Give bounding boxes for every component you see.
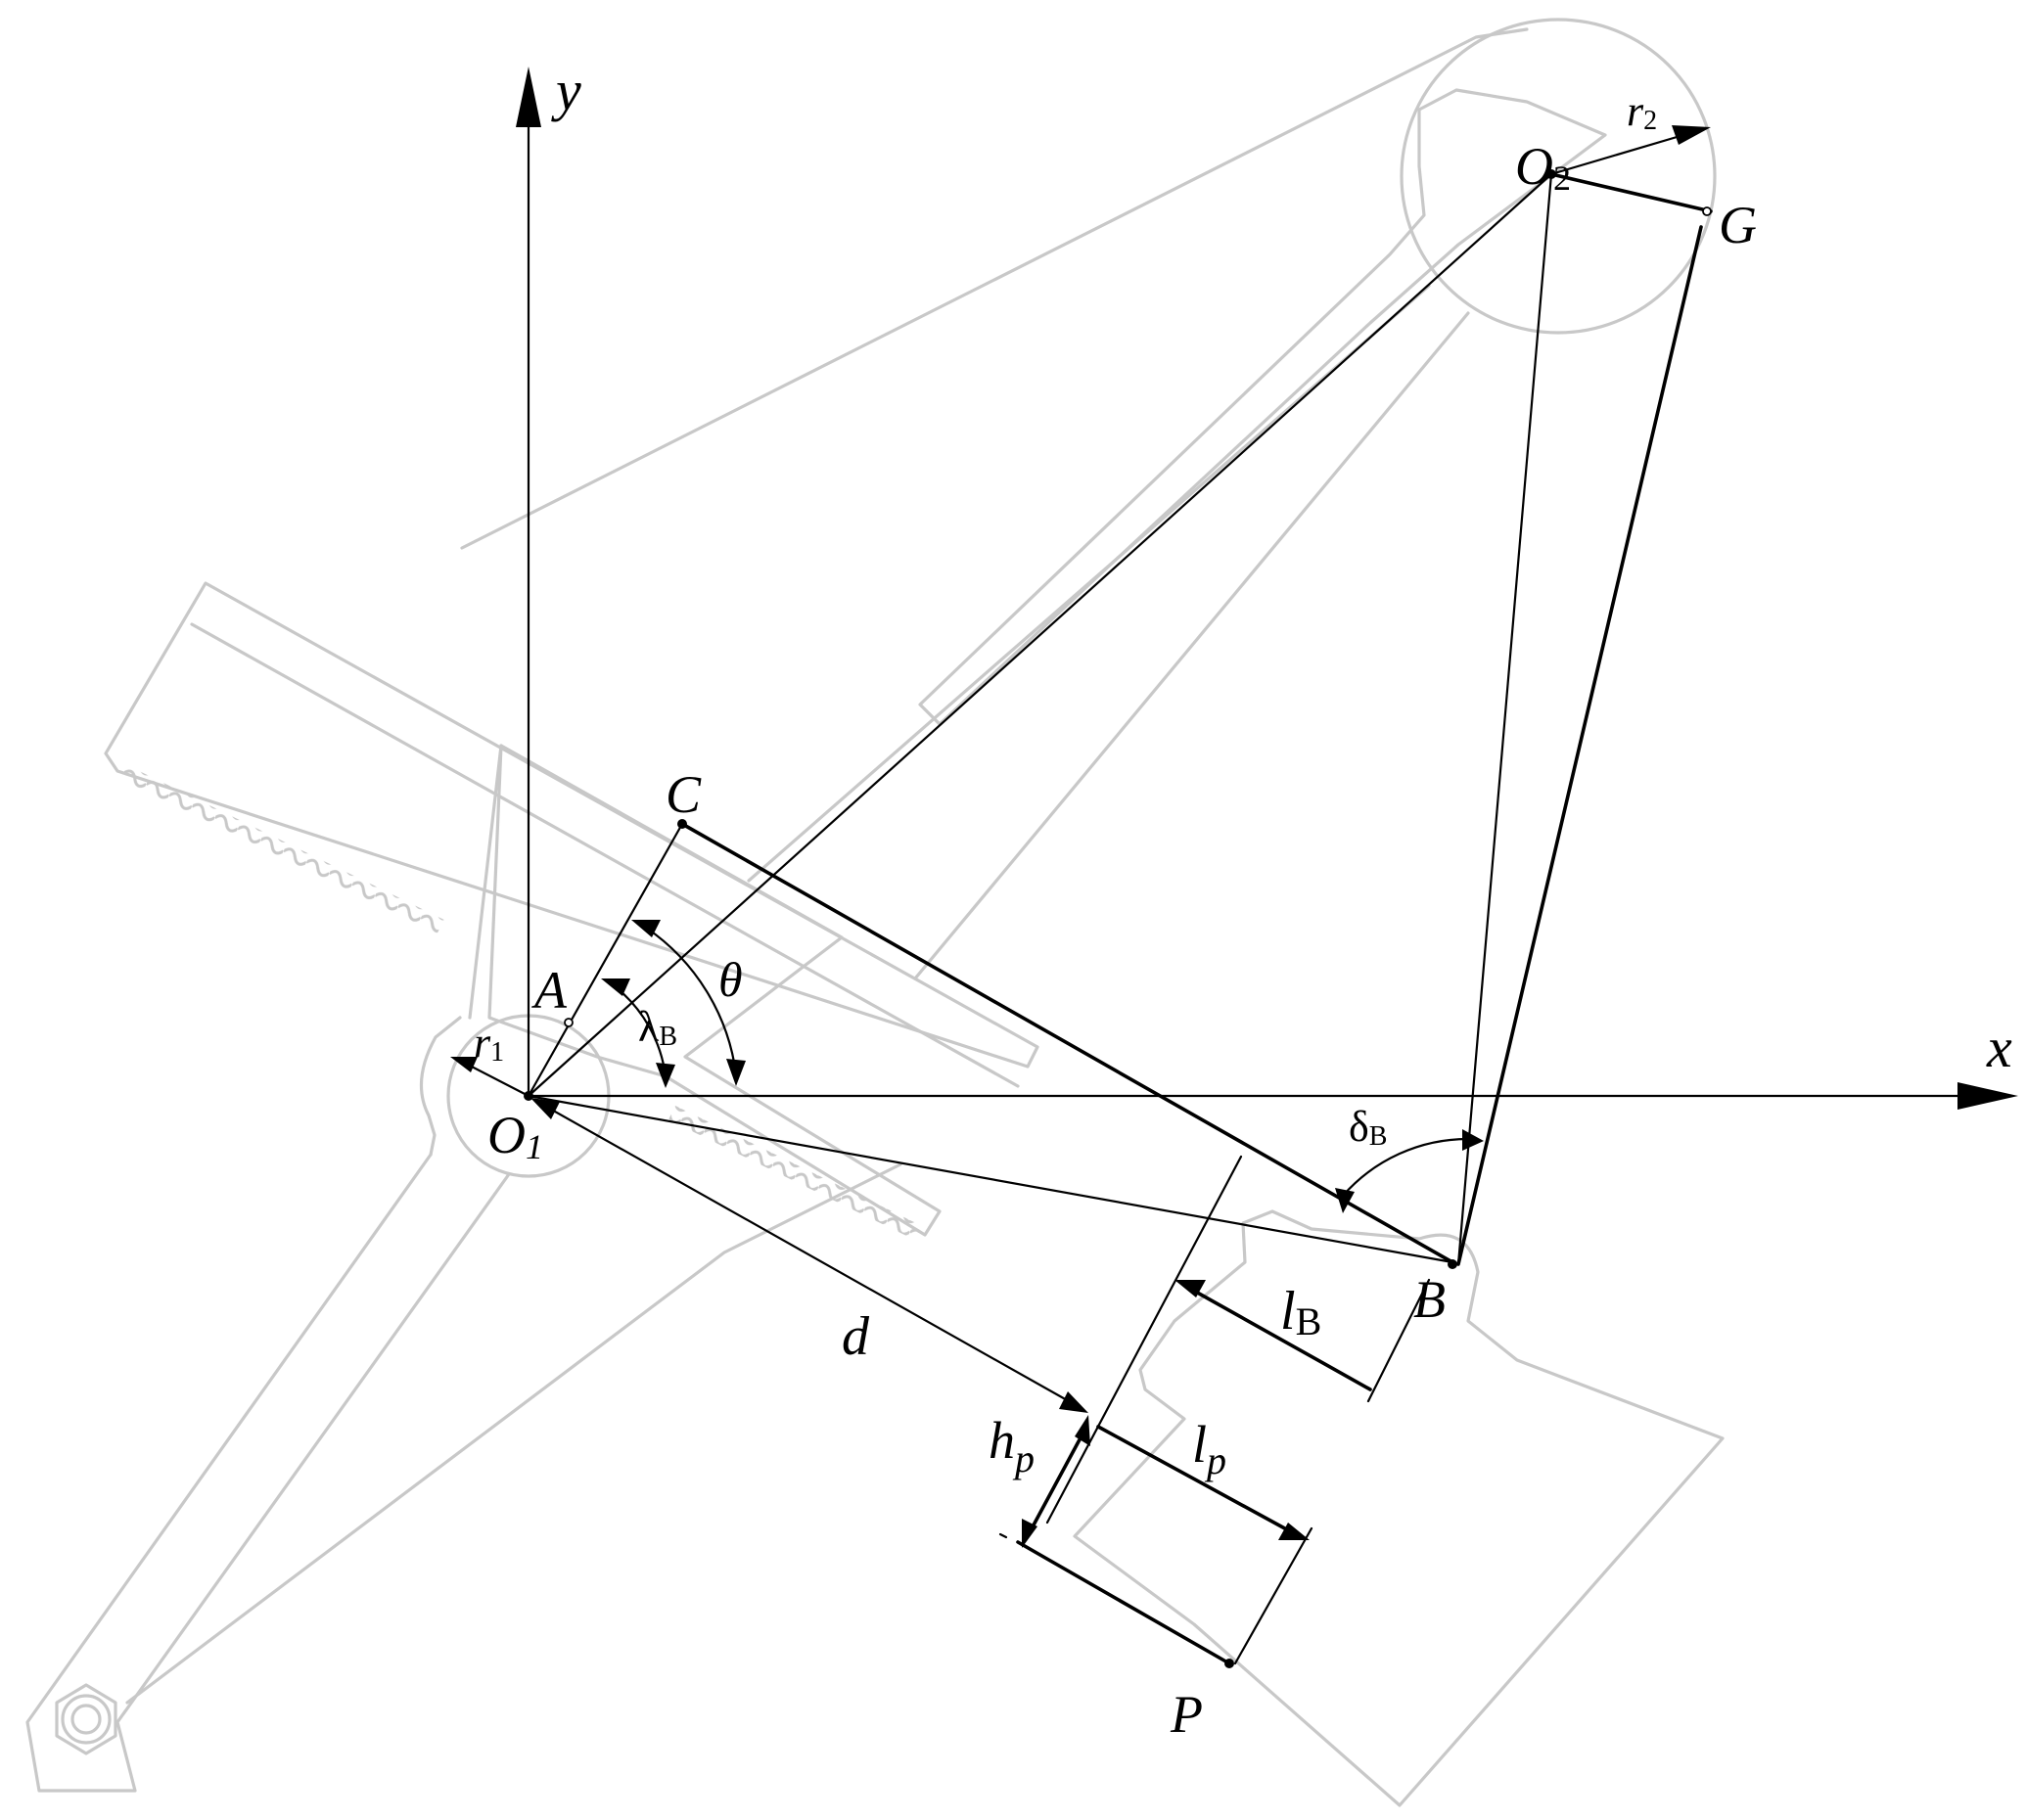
extension-line-B	[1366, 1278, 1431, 1403]
hp-arrowhead-bottom	[1022, 1519, 1037, 1548]
label-B: B	[1413, 1270, 1446, 1329]
label-hp: hp	[989, 1411, 1035, 1480]
label-O1: O1	[487, 1106, 543, 1166]
theta-arrowhead-x	[726, 1059, 746, 1086]
lB-dimension-line	[1190, 1288, 1372, 1391]
nut-outer-ring	[61, 1694, 112, 1745]
linkage-lines	[527, 172, 1713, 1266]
rack-block-divider	[190, 622, 1020, 1088]
lower-pivot-housing	[419, 1016, 462, 1157]
hp-arrowhead-top	[1075, 1415, 1090, 1446]
lp-dimension-line	[1096, 1425, 1294, 1534]
point-O1-marker	[524, 1091, 533, 1101]
label-r2: r2	[1627, 87, 1657, 136]
line-O1-B	[527, 1094, 1454, 1264]
line-O1-C	[527, 822, 684, 1098]
point-P-marker	[1224, 1659, 1234, 1668]
point-A-marker	[564, 1018, 574, 1027]
slider-plate-edge	[468, 744, 503, 1020]
label-lB: lB	[1280, 1281, 1321, 1343]
arm-inner-edge	[913, 311, 1470, 980]
label-theta: θ	[718, 952, 743, 1007]
line-P-offset	[1016, 1540, 1231, 1665]
extension-line-P	[1233, 1526, 1313, 1665]
d-dimension-line	[546, 1106, 1071, 1403]
frame-top-edge	[460, 27, 1529, 550]
delta-arc	[1341, 1137, 1470, 1198]
line-O2-G	[1549, 172, 1713, 213]
delta-arrowhead-end	[1462, 1129, 1484, 1151]
r2-arrow-line	[1549, 133, 1685, 176]
point-C-marker	[677, 819, 687, 829]
line-O2-B	[1456, 172, 1553, 1266]
rack-teeth-upper	[119, 765, 444, 934]
label-lambda: λB	[638, 1003, 677, 1052]
r1-arrow-line	[466, 1063, 530, 1098]
y-axis-arrow	[516, 67, 541, 127]
upper-pivot-circle	[1400, 18, 1717, 335]
label-C: C	[666, 765, 702, 824]
nut-inner-ring	[70, 1704, 102, 1735]
P-tick	[998, 1532, 1008, 1539]
label-G: G	[1719, 196, 1757, 254]
rack-block	[104, 581, 1039, 1069]
label-O2: O2	[1515, 137, 1571, 198]
point-G-marker	[1702, 206, 1712, 216]
lambda-arrowhead-O2	[601, 978, 630, 996]
label-lp: lp	[1192, 1415, 1226, 1482]
point-B-marker	[1448, 1259, 1457, 1269]
angle-arcs	[601, 920, 1484, 1213]
rack-teeth-lower	[668, 1106, 922, 1241]
upper-link-outline	[918, 88, 1607, 726]
background-mechanism	[25, 18, 1725, 1807]
label-d: d	[842, 1306, 870, 1367]
lB-arrowhead-start	[1174, 1280, 1206, 1297]
left-arm-outer	[25, 1153, 511, 1793]
label-delta: δB	[1349, 1103, 1387, 1152]
x-axis-label: x	[1986, 1016, 2012, 1079]
labels: O1 O2 A C B G P r1 r2 d lB hp lp θ λB δB	[474, 87, 1757, 1744]
delta-arrowhead-start	[1335, 1188, 1355, 1213]
hp-dimension-line	[1028, 1429, 1086, 1534]
y-axis-label: y	[551, 59, 581, 122]
line-O1-O2	[527, 172, 1553, 1098]
left-arm-inner	[125, 1162, 902, 1705]
lp-arrowhead-end	[1278, 1523, 1310, 1540]
lambda-arrowhead-x	[656, 1063, 675, 1088]
theta-arc	[644, 926, 738, 1076]
d-arrowhead-end	[1059, 1391, 1088, 1413]
extension-line-left	[1045, 1155, 1243, 1524]
line-G-B	[1456, 225, 1703, 1266]
r2-arrowhead	[1672, 125, 1711, 145]
label-P: P	[1170, 1685, 1203, 1744]
coordinate-axes: y x	[516, 59, 2018, 1110]
dimension-lines	[450, 125, 1711, 1665]
theta-arrowhead-C	[631, 920, 661, 937]
label-A: A	[531, 961, 568, 1020]
line-C-B	[680, 822, 1454, 1264]
x-axis-arrow	[1957, 1082, 2018, 1110]
arm-outer-edge	[747, 284, 1431, 883]
nut-hexagon	[55, 1683, 117, 1755]
r1-arrowhead	[450, 1057, 478, 1072]
lower-bracket	[1073, 1209, 1725, 1807]
label-r1: r1	[474, 1019, 504, 1068]
point-markers	[524, 169, 1712, 1668]
point-O2-marker	[1546, 169, 1556, 179]
d-arrowhead-start	[530, 1098, 560, 1119]
slider-plate	[487, 744, 942, 1237]
